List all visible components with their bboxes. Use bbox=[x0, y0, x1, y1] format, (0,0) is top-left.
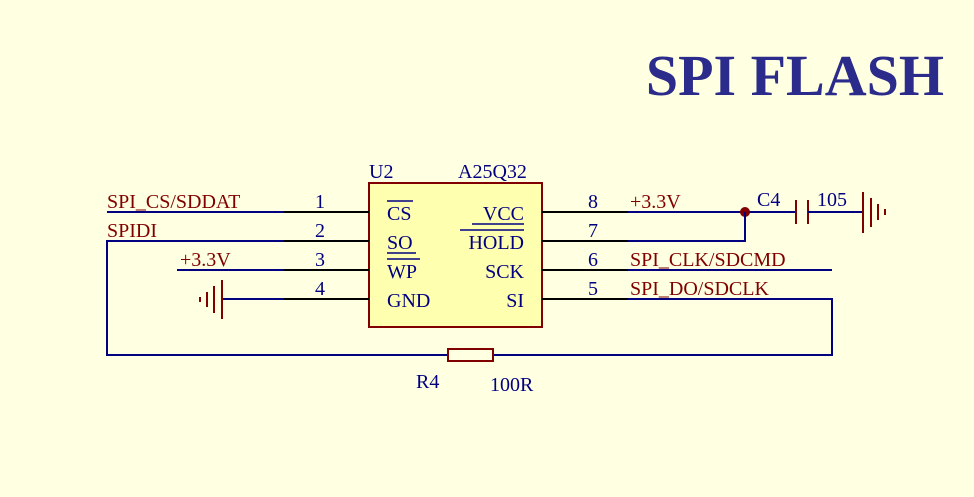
pin-5-number: 5 bbox=[588, 278, 598, 300]
pin-8-name: VCC bbox=[483, 203, 524, 225]
net-label-spidi: SPIDI bbox=[107, 220, 157, 242]
pin-7-name: HOLD bbox=[468, 232, 524, 254]
pin-4-name: GND bbox=[387, 290, 430, 312]
pin-8-number: 8 bbox=[588, 191, 598, 213]
capacitor-c4 bbox=[795, 200, 809, 224]
chip-part-number: A25Q32 bbox=[458, 161, 527, 183]
net-label-spi-cs: SPI_CS/SDDAT bbox=[107, 191, 240, 213]
net-wire-hold bbox=[628, 212, 746, 242]
pin-3-name: WP bbox=[387, 261, 417, 283]
pin-3-number: 3 bbox=[315, 249, 325, 271]
ground-icon-right bbox=[862, 192, 886, 233]
pin-4-number: 4 bbox=[315, 278, 325, 300]
pin-2-number: 2 bbox=[315, 220, 325, 242]
ground-icon-left bbox=[199, 280, 223, 319]
page-title: SPI FLASH bbox=[646, 43, 944, 108]
net-label-3v3-right: +3.3V bbox=[630, 191, 681, 213]
pin-6-name: SCK bbox=[485, 261, 524, 283]
net-wire-spi-do bbox=[493, 298, 833, 356]
net-wire-spidi bbox=[106, 240, 450, 356]
resistor-value: 100R bbox=[490, 374, 534, 396]
net-label-3v3-left: +3.3V bbox=[180, 249, 231, 271]
pin-6-number: 6 bbox=[588, 249, 598, 271]
net-label-spi-clk: SPI_CLK/SDCMD bbox=[630, 249, 786, 271]
resistor-designator: R4 bbox=[416, 371, 439, 393]
chip-body bbox=[368, 182, 543, 328]
capacitor-value: 105 bbox=[817, 189, 847, 211]
pin-1-name: CS bbox=[387, 203, 411, 225]
resistor-r4 bbox=[447, 348, 494, 362]
pin-5-name: SI bbox=[506, 290, 524, 312]
pin-7-number: 7 bbox=[588, 220, 598, 242]
capacitor-designator: C4 bbox=[757, 189, 780, 211]
chip-designator: U2 bbox=[369, 161, 393, 183]
pin-1-number: 1 bbox=[315, 191, 325, 213]
net-label-spi-do: SPI_DO/SDCLK bbox=[630, 278, 769, 300]
pin-2-name: SO bbox=[387, 232, 413, 254]
